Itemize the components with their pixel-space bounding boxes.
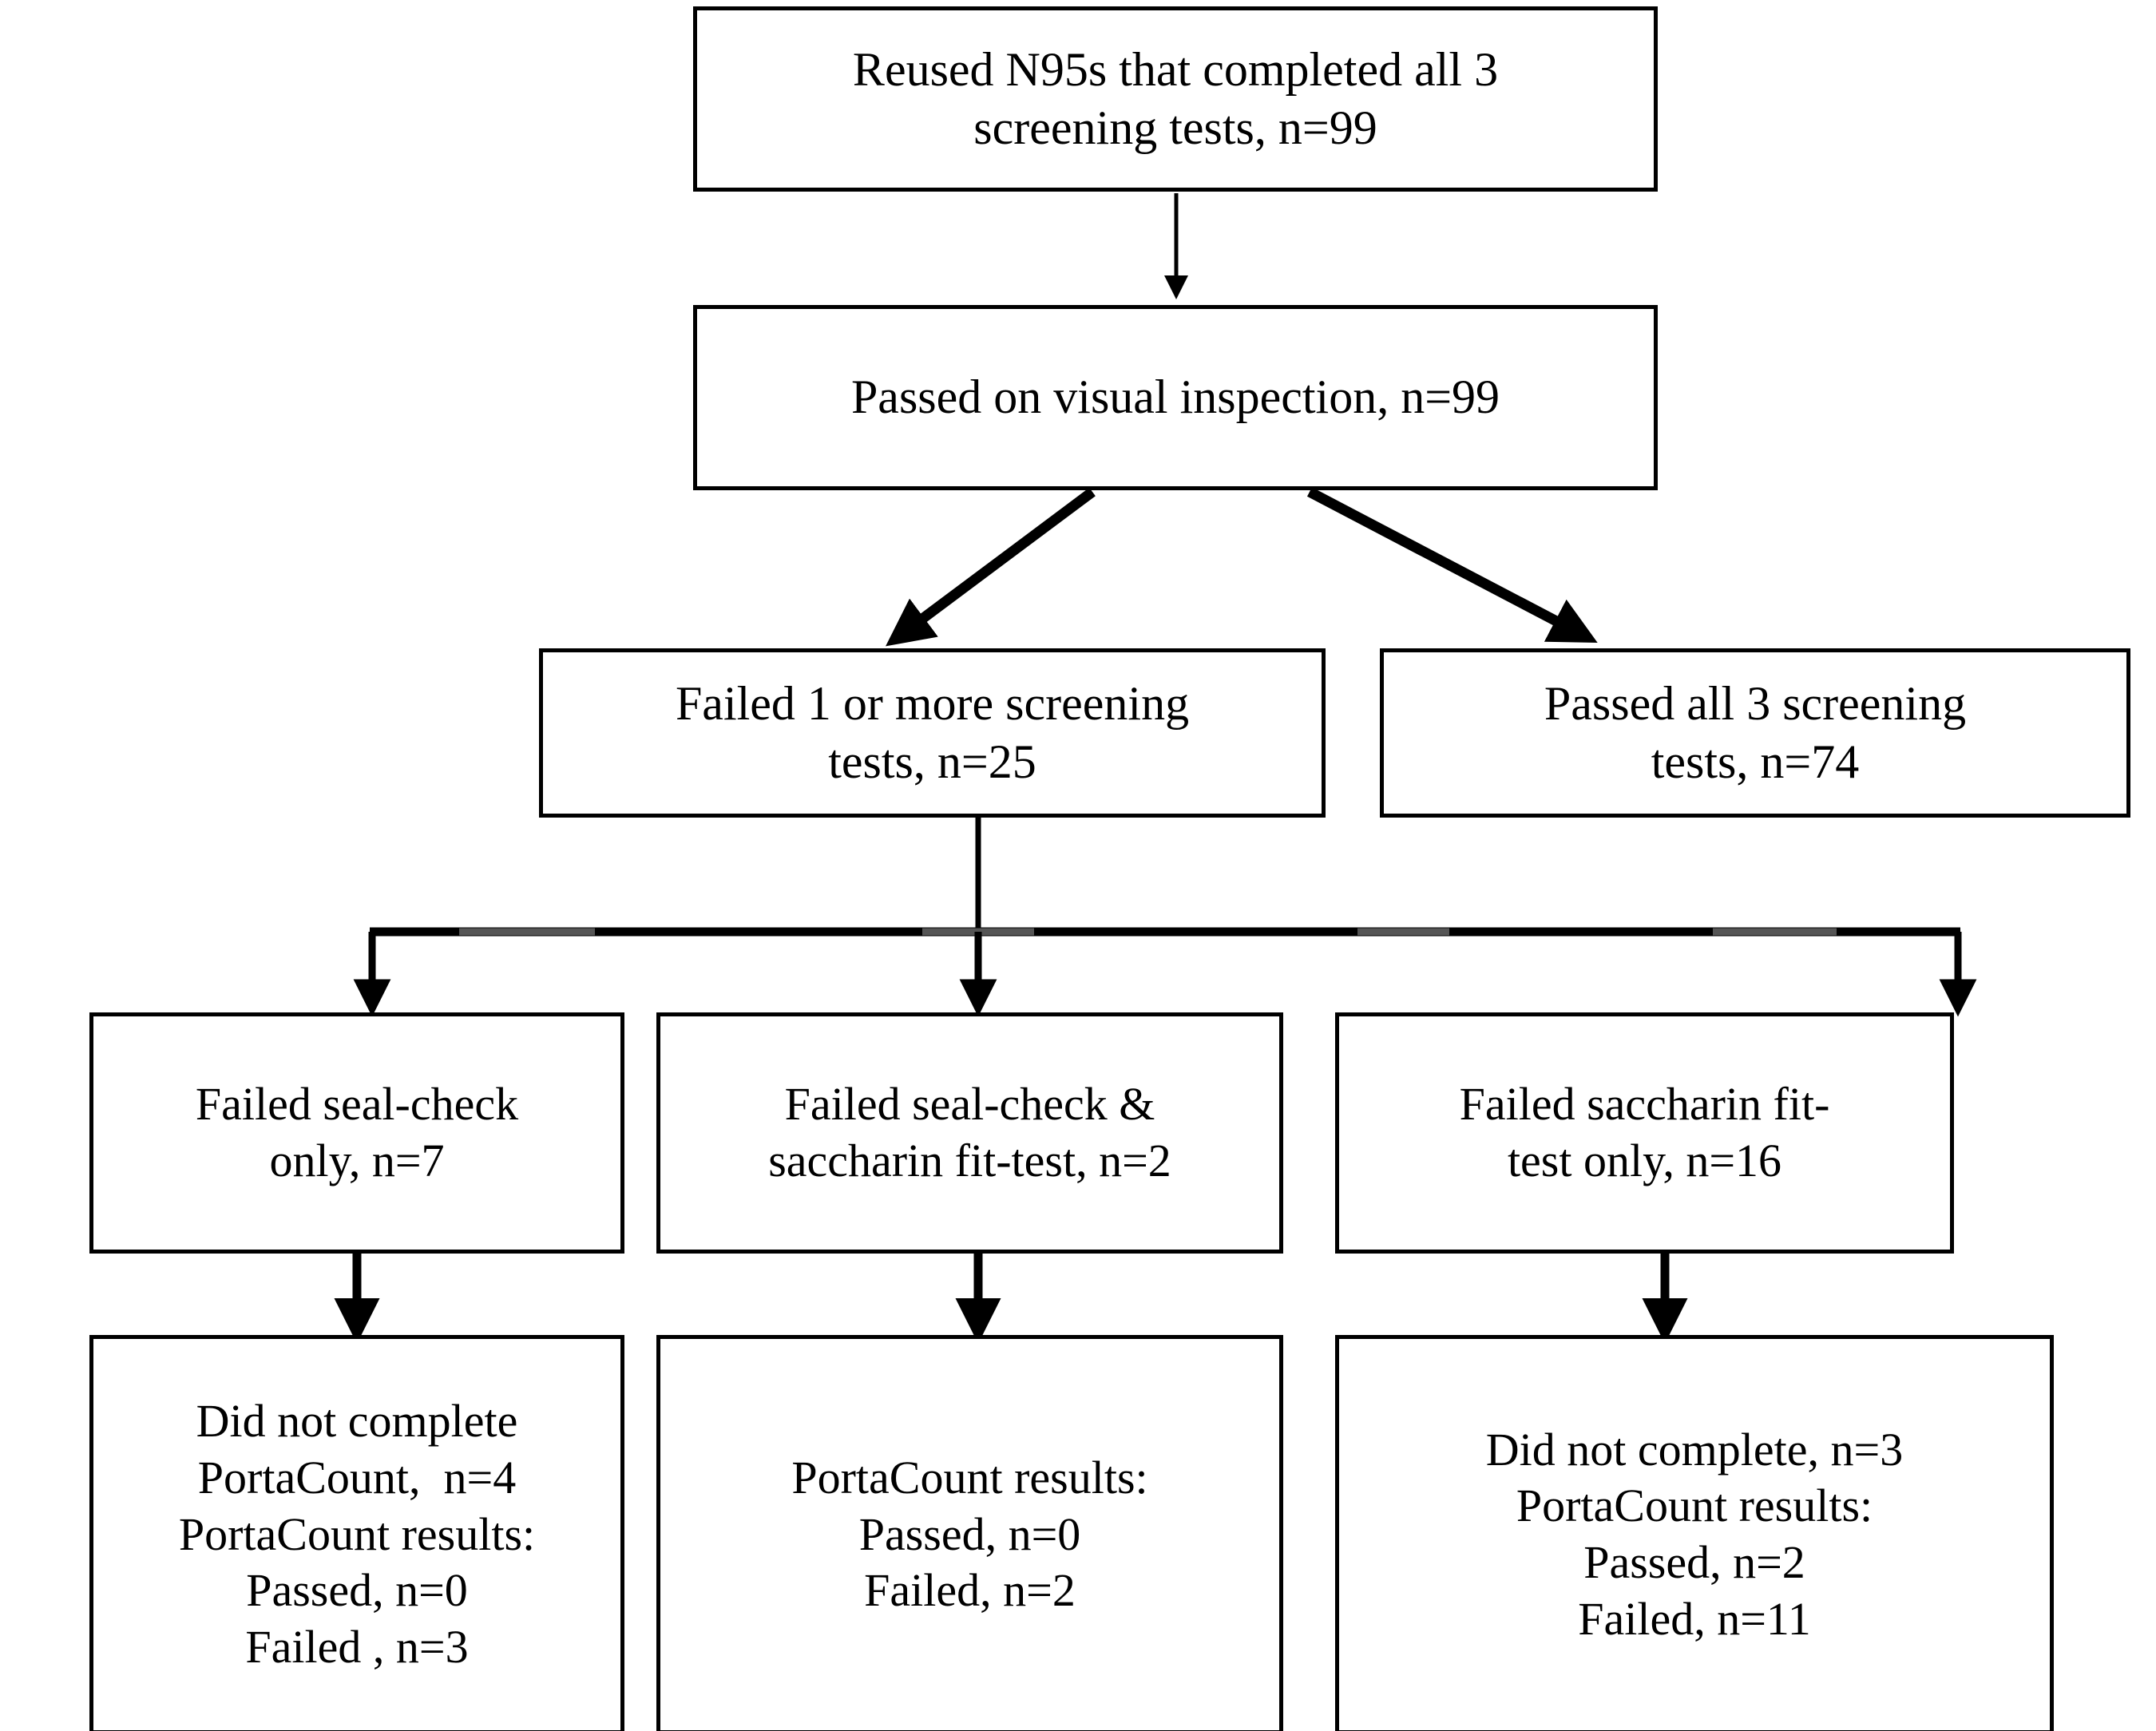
node-seal-only-line-1: Failed seal-check: [195, 1078, 519, 1131]
node-res-mid-text: PortaCount results: Passed, n=0 Failed, …: [672, 1450, 1268, 1619]
node-res-right-text: Did not complete, n=3 PortaCount results…: [1350, 1422, 2039, 1648]
node-passed-on-visual-inspection[interactable]: Passed on visual inspection, n=99: [693, 305, 1658, 490]
node-seal-sacc-line-2: saccharin fit-test, n=2: [768, 1135, 1171, 1186]
node-seal-sacc-text: Failed seal-check & saccharin fit-test, …: [672, 1076, 1268, 1190]
node-seal-sacc-line-1: Failed seal-check &: [784, 1078, 1155, 1131]
node-sacc-only-line-2: test only, n=16: [1507, 1135, 1782, 1186]
node-passed-all-3-screening-tests[interactable]: Passed all 3 screening tests, n=74: [1380, 648, 2130, 818]
node-root-line-2: screening tests, n=99: [973, 101, 1377, 154]
node-failed-1-or-more-screening-tests[interactable]: Failed 1 or more screening tests, n=25: [539, 648, 1326, 818]
node-seal-only-line-2: only, n=7: [269, 1135, 445, 1186]
node-sacc-only-line-1: Failed saccharin fit-: [1459, 1078, 1830, 1131]
node-res-left-line-1: Did not complete: [196, 1395, 518, 1448]
node-passed-all-line-1: Passed all 3 screening: [1544, 676, 1967, 730]
node-res-right-line-1: Did not complete, n=3: [1485, 1423, 1904, 1476]
node-res-mid-line-3: Failed, n=2: [864, 1564, 1076, 1617]
node-res-right-line-4: Failed, n=11: [1578, 1592, 1811, 1645]
node-failed-seal-check-and-saccharin-fit-test[interactable]: Failed seal-check & saccharin fit-test, …: [656, 1012, 1283, 1254]
node-seal-only-text: Failed seal-check only, n=7: [105, 1076, 609, 1190]
node-res-right-line-3: Passed, n=2: [1583, 1536, 1805, 1588]
node-res-mid-line-2: Passed, n=0: [858, 1507, 1081, 1560]
edge-visual-to-passed-all: [1306, 487, 1598, 644]
node-sacc-only-text: Failed saccharin fit- test only, n=16: [1350, 1076, 1939, 1190]
node-res-left-line-3: PortaCount results:: [178, 1507, 536, 1560]
node-res-left-line-2: PortaCount, n=4: [197, 1451, 517, 1503]
node-res-left-line-5: Failed , n=3: [245, 1621, 469, 1674]
node-passed-all-line-2: tests, n=74: [1651, 735, 1860, 788]
node-passed-all-text: Passed all 3 screening tests, n=74: [1395, 675, 2115, 791]
node-root-line-1: Reused N95s that completed all 3: [852, 42, 1499, 96]
node-failed-any-text: Failed 1 or more screening tests, n=25: [554, 675, 1310, 791]
node-results-saccharin-fit-test-only[interactable]: Did not complete, n=3 PortaCount results…: [1335, 1335, 2054, 1731]
node-results-seal-check-only[interactable]: Did not complete PortaCount, n=4 PortaCo…: [89, 1335, 624, 1731]
node-res-left-text: Did not complete PortaCount, n=4 PortaCo…: [105, 1393, 609, 1676]
node-res-mid-line-1: PortaCount results:: [791, 1451, 1148, 1503]
node-root-text: Reused N95s that completed all 3 screeni…: [708, 41, 1643, 157]
edge-visual-to-failed-any: [886, 487, 1096, 647]
node-failed-any-line-2: tests, n=25: [828, 735, 1036, 788]
node-res-left-line-4: Passed, n=0: [246, 1564, 468, 1617]
node-res-right-line-2: PortaCount results:: [1516, 1479, 1873, 1532]
node-results-seal-check-and-saccharin[interactable]: PortaCount results: Passed, n=0 Failed, …: [656, 1335, 1283, 1731]
node-visual-line-1: Passed on visual inspection, n=99: [850, 370, 1500, 424]
node-failed-seal-check-only[interactable]: Failed seal-check only, n=7: [89, 1012, 624, 1254]
node-failed-saccharin-fit-test-only[interactable]: Failed saccharin fit- test only, n=16: [1335, 1012, 1954, 1254]
node-visual-text: Passed on visual inspection, n=99: [708, 368, 1643, 426]
node-failed-any-line-1: Failed 1 or more screening: [675, 676, 1190, 730]
node-reused-n95s-completed-all-3-screening-tests[interactable]: Reused N95s that completed all 3 screeni…: [693, 6, 1658, 192]
